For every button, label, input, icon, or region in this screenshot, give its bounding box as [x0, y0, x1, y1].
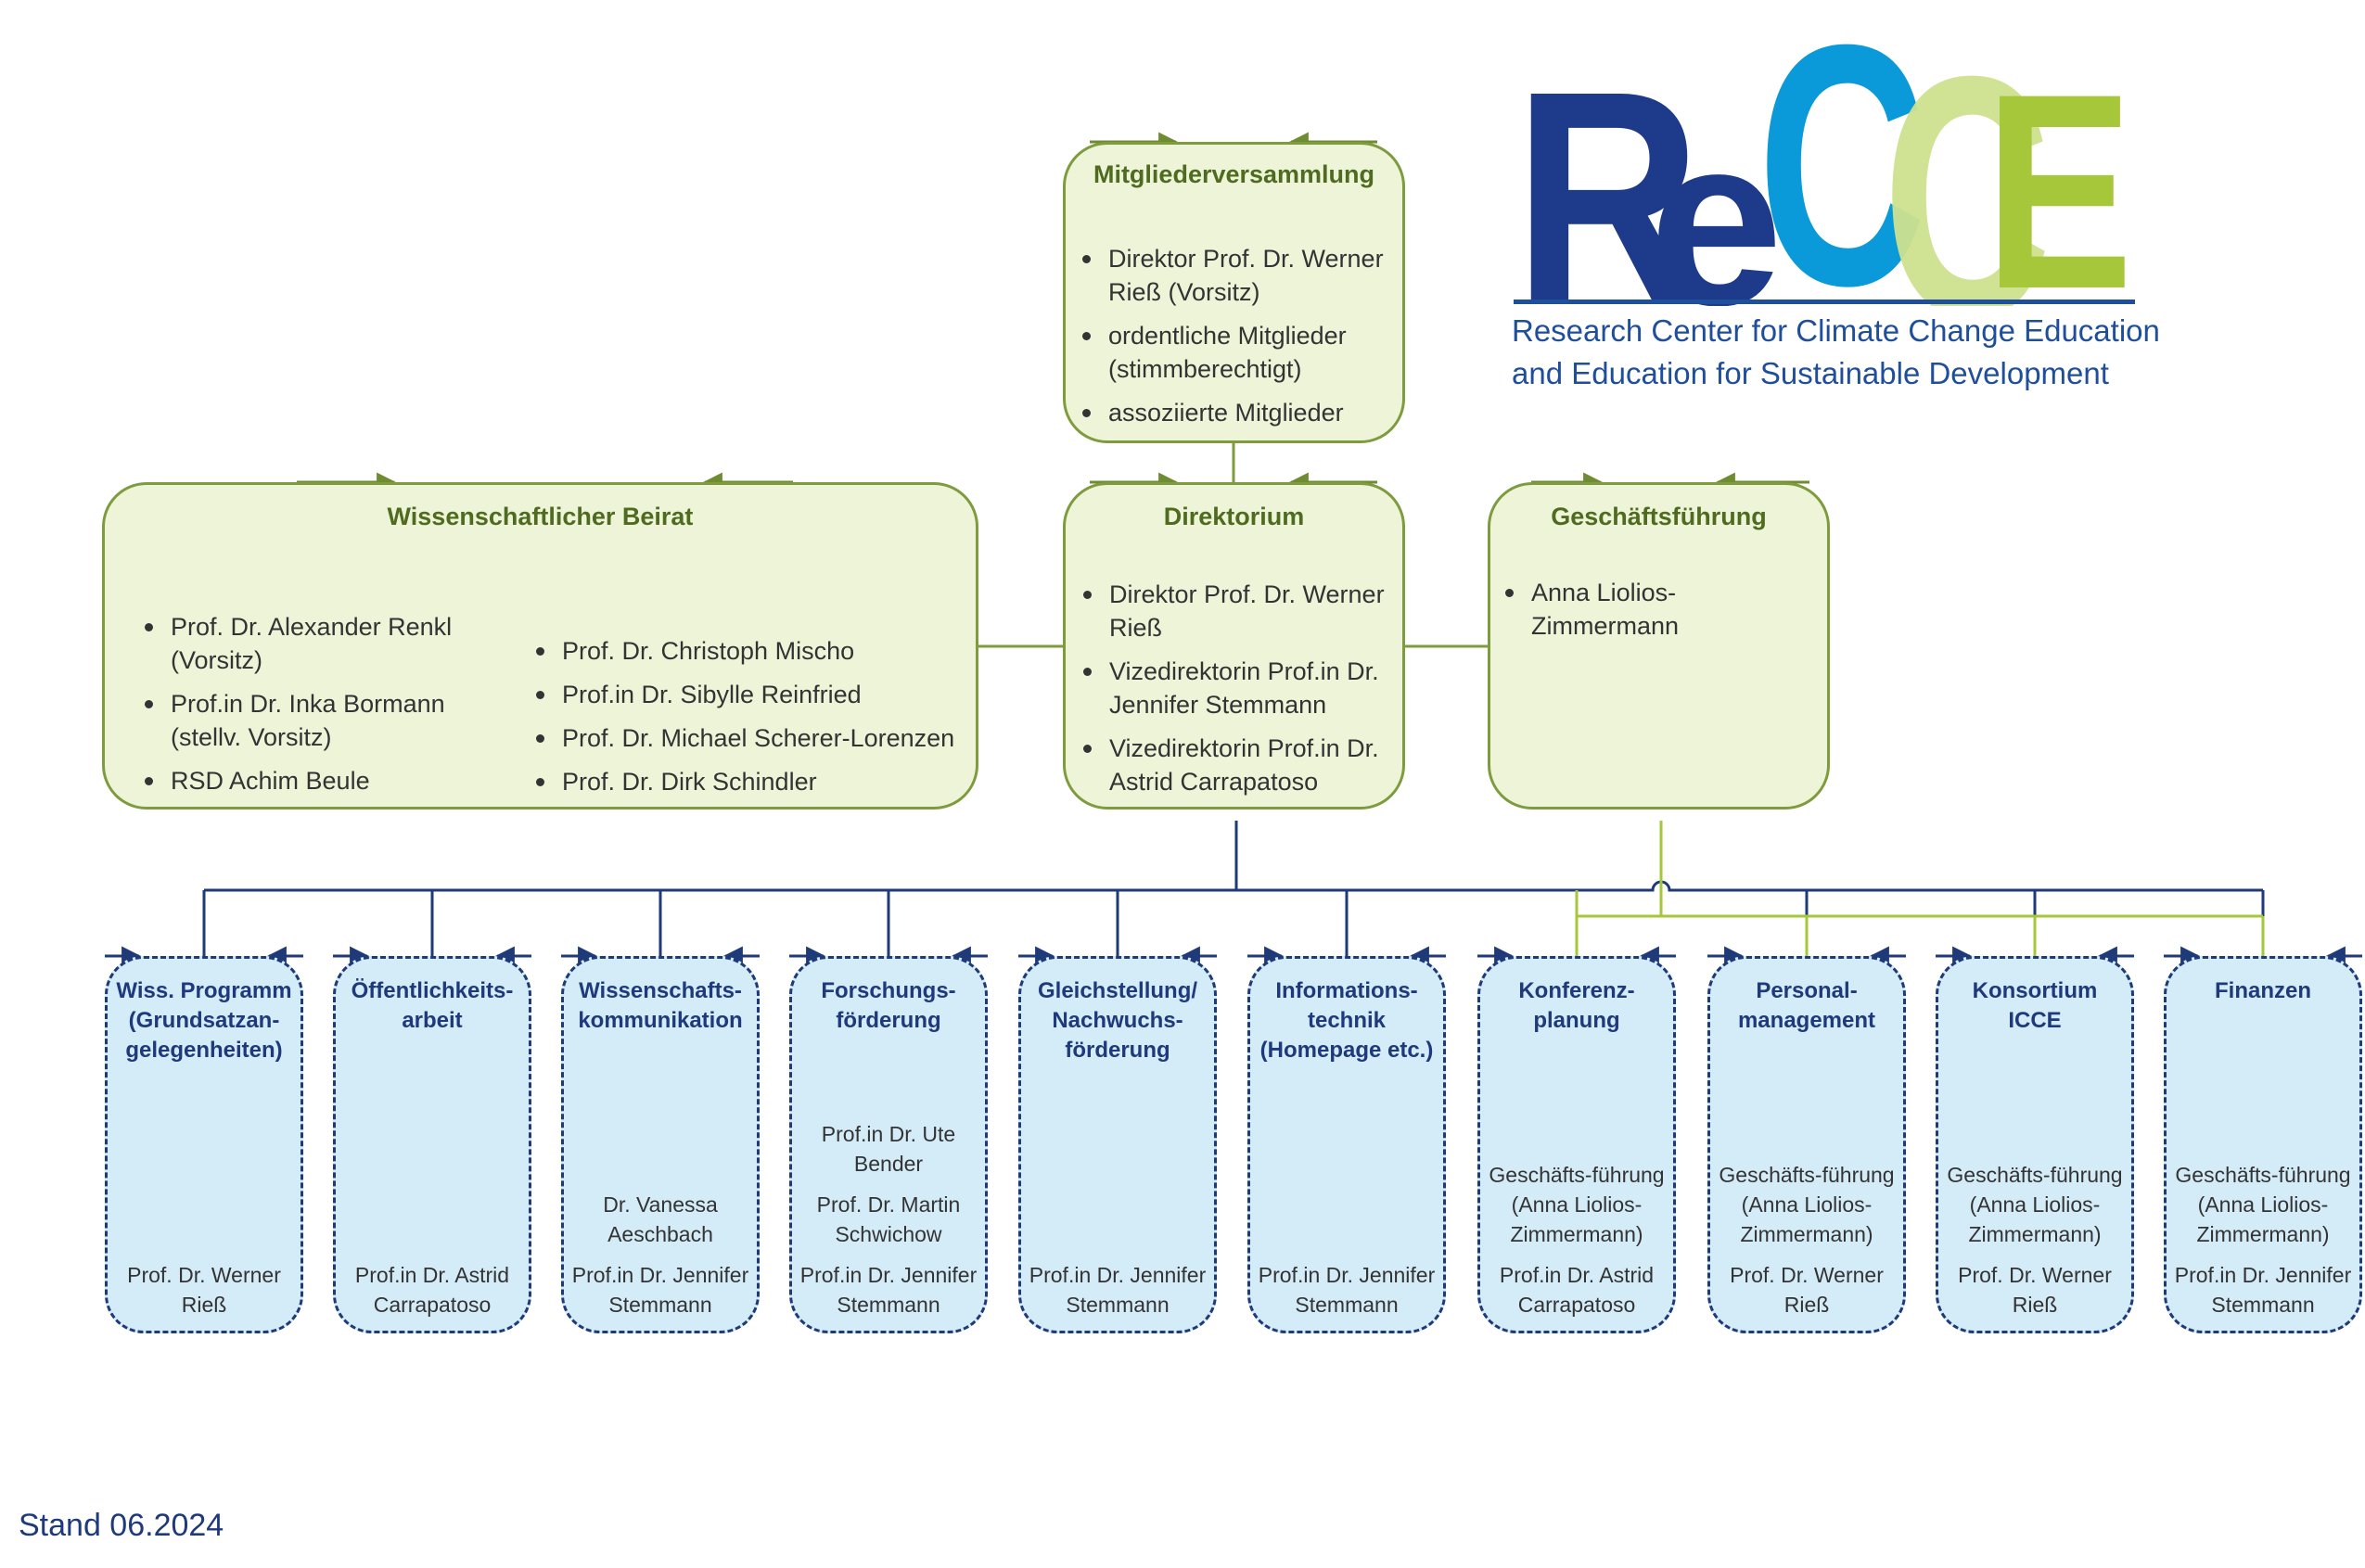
unit-person: Geschäfts-führung (Anna Liolios-Zimmerma…	[1947, 1163, 2123, 1246]
unit-person: Prof. Dr. Werner Rieß	[127, 1263, 281, 1317]
unit-person: Geschäfts-führung (Anna Liolios-Zimmerma…	[1719, 1163, 1895, 1246]
unit-people: Prof.in Dr. Jennifer Stemmann	[1256, 1260, 1438, 1319]
unit-person: Prof.in Dr. Astrid Carrapatoso	[1499, 1263, 1655, 1317]
unit-person: Geschäfts-führung (Anna Liolios-Zimmerma…	[2175, 1163, 2351, 1246]
recce-logo: R e C C E Research Center for Climate Ch…	[1512, 9, 2160, 399]
stand-date: Stand 06.2024	[19, 1508, 224, 1543]
mitgliederversammlung-box: Mitgliederversammlung Direktor Prof. Dr.…	[1063, 142, 1405, 443]
unit-title: Personal-management	[1737, 978, 1876, 1033]
unit-title: Wiss. Programm (Grundsatzan-gelegenheite…	[116, 978, 292, 1063]
unit-title: Forschungs-förderung	[821, 978, 956, 1033]
unit-person: Prof.in Dr. Jennifer Stemmann	[571, 1263, 749, 1317]
list-item: Prof. Dr. Dirk Schindler	[531, 765, 976, 798]
list-item: Anna Liolios-Zimmermann	[1500, 576, 1741, 643]
lime-connectors	[1575, 821, 2265, 956]
list-item: Direktor Prof. Dr. Werner Rieß (Vorsitz)	[1077, 242, 1393, 309]
beirat-list-left: Prof. Dr. Alexander Renkl (Vorsitz) Prof…	[139, 610, 501, 808]
unit-title: Finanzen	[2214, 978, 2311, 1003]
logo-letter-c1: C	[1758, 9, 1926, 306]
unit-title: Wissenschafts-kommunikation	[578, 978, 743, 1033]
unit-person: Dr. Vanessa Aeschbach	[603, 1192, 718, 1246]
unit-title: Informations-technik (Homepage etc.)	[1259, 978, 1434, 1063]
unit-person: Prof.in Dr. Ute Bender	[821, 1122, 956, 1176]
navy-connectors	[202, 821, 2265, 956]
list-item: Prof. Dr. Christoph Mischo	[531, 634, 976, 668]
recce-logo-mark: R e C C E	[1514, 9, 2135, 306]
geschaeftsfuehrung-title: Geschäftsführung	[1551, 503, 1767, 530]
unit-people: Prof. Dr. Werner Rieß	[113, 1260, 295, 1319]
unit-people: Prof.in Dr. Jennifer Stemmann	[1027, 1260, 1208, 1319]
unit-title: Konferenz-planung	[1518, 978, 1635, 1033]
unit-people: Geschäfts-führung (Anna Liolios-Zimmerma…	[1944, 1160, 2126, 1319]
unit-box: Informations-technik (Homepage etc.) Prof…	[1247, 956, 1446, 1333]
list-item: Prof. Dr. Michael Scherer-Lorenzen	[531, 721, 976, 755]
mitgliederversammlung-title: Mitgliederversammlung	[1093, 160, 1375, 188]
green-connectors	[978, 443, 1488, 648]
list-item: Prof.in Dr. Inka Bormann (stellv. Vorsit…	[139, 687, 501, 754]
unit-people: Geschäfts-führung (Anna Liolios-Zimmerma…	[2172, 1160, 2354, 1319]
list-item: Prof. Dr. Alexander Renkl (Vorsitz)	[139, 610, 501, 677]
logo-letter-r: R	[1514, 28, 1702, 306]
list-item: Vizedirektorin Prof.in Dr. Jennifer Stem…	[1078, 655, 1395, 721]
unit-person: Prof. Dr. Martin Schwichow	[816, 1192, 961, 1246]
unit-person: Prof. Dr. Werner Rieß	[1730, 1263, 1884, 1317]
list-item: Prof.in Dr. Sibylle Reinfried	[531, 678, 976, 711]
unit-person: Prof.in Dr. Jennifer Stemmann	[1258, 1263, 1436, 1317]
list-item: ordentliche Mitglieder (stimmberechtigt)	[1077, 319, 1393, 386]
unit-person: Prof.in Dr. Jennifer Stemmann	[799, 1263, 978, 1317]
unit-title: Gleichstellung/ Nachwuchs-förderung	[1037, 978, 1198, 1063]
logo-letter-e2: E	[1985, 35, 2133, 306]
unit-people: Geschäfts-führung (Anna Liolios-Zimmerma…	[1486, 1160, 1668, 1319]
logo-underline	[1514, 300, 2135, 304]
unit-people: Geschäfts-führung (Anna Liolios-Zimmerma…	[1716, 1160, 1898, 1319]
list-item: RSD Achim Beule	[139, 764, 501, 797]
geschaeftsfuehrung-box: Geschäftsführung Anna Liolios-Zimmermann	[1488, 482, 1830, 809]
unit-box: Konsortium ICCE Geschäfts-führung (Anna L…	[1936, 956, 2134, 1333]
logo-subtitle-line2: and Education for Sustainable Developmen…	[1512, 356, 2109, 390]
unit-person: Prof.in Dr. Astrid Carrapatoso	[354, 1263, 510, 1317]
list-item: assoziierte Mitglieder	[1077, 396, 1393, 429]
geschaeftsfuehrung-list: Anna Liolios-Zimmermann	[1500, 576, 1741, 653]
unit-title: Konsortium ICCE	[1972, 978, 2098, 1033]
unit-box: Wiss. Programm (Grundsatzan-gelegenheite…	[105, 956, 303, 1333]
unit-title: Öffentlichkeits-arbeit	[351, 978, 514, 1033]
beirat-title: Wissenschaftlicher Beirat	[387, 503, 694, 530]
unit-person: Prof.in Dr. Jennifer Stemmann	[2174, 1263, 2352, 1317]
list-item: Vizedirektorin Prof.in Dr. Astrid Carrap…	[1078, 732, 1395, 798]
logo-subtitle-line1: Research Center for Climate Change Educa…	[1512, 313, 2160, 348]
list-item: Direktor Prof. Dr. Werner Rieß	[1078, 578, 1395, 644]
unit-person: Geschäfts-führung (Anna Liolios-Zimmerma…	[1489, 1163, 1665, 1246]
mitgliederversammlung-list: Direktor Prof. Dr. Werner Rieß (Vorsitz)…	[1077, 242, 1393, 440]
beirat-list-right: Prof. Dr. Christoph Mischo Prof.in Dr. S…	[531, 634, 976, 809]
direktorium-title: Direktorium	[1163, 503, 1305, 530]
direktorium-list: Direktor Prof. Dr. Werner Rieß Vizedirek…	[1078, 578, 1395, 809]
unit-person: Prof. Dr. Werner Rieß	[1958, 1263, 2112, 1317]
direktorium-box: Direktorium Direktor Prof. Dr. Werner Ri…	[1063, 482, 1405, 809]
unit-person: Prof.in Dr. Jennifer Stemmann	[1029, 1263, 1207, 1317]
logo-letter-c2: C	[1883, 9, 2052, 306]
wissenschaftlicher-beirat-box: Wissenschaftlicher Beirat Prof. Dr. Alex…	[102, 482, 978, 809]
logo-letter-e: e	[1649, 87, 1783, 306]
unit-people: Prof.in Dr. Astrid Carrapatoso	[341, 1260, 523, 1319]
